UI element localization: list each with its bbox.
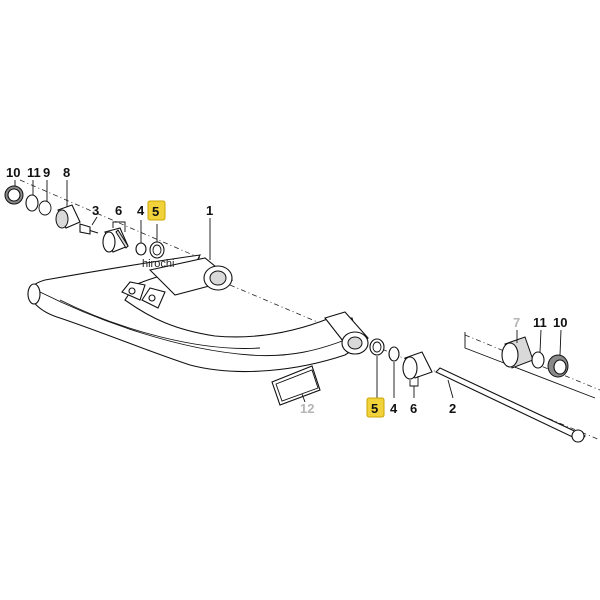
callout-1: 1 [206, 203, 213, 218]
part-10-right-cap-inner [553, 359, 567, 375]
right-axis-line [359, 339, 600, 441]
part-4-washer-left [135, 242, 147, 256]
callout-5-left: 5 [152, 204, 159, 219]
leader-lines [14, 180, 562, 403]
part-6-bearing-right-face [402, 356, 418, 380]
part-11-right-seal [531, 351, 545, 369]
part-7-bushing-face [501, 342, 519, 368]
part-2-axle [435, 367, 586, 442]
callout-10-right: 10 [553, 315, 567, 330]
swing-arm-crease [59, 299, 261, 349]
part-5-ring-right [369, 338, 385, 356]
callout-8: 8 [63, 165, 70, 180]
part-11-left-seal [25, 194, 39, 212]
callout-6-left: 6 [115, 203, 122, 218]
part-12-label-inner [275, 369, 319, 402]
part-6-bearing-left-shade [115, 229, 129, 249]
callout-10-left: 10 [6, 165, 20, 180]
swing-arm-edge [39, 291, 351, 357]
highlight-box-5-left [147, 200, 166, 221]
part-6-bearing-left-face [102, 231, 116, 253]
callout-11-left: 11 [27, 165, 41, 180]
callout-7: 7 [513, 315, 520, 330]
part-12-label [271, 365, 321, 406]
callout-12: 12 [300, 401, 314, 416]
part-5-ring-right-inner [372, 341, 382, 353]
left-parts [4, 185, 165, 259]
watermark-text: hirochi [142, 258, 174, 270]
part-2-axle-end [571, 429, 585, 443]
part-4-washer-right [388, 346, 400, 362]
mount-hole-right [148, 294, 156, 302]
callout-labels: 10 11 9 8 3 6 4 5 1 7 11 10 5 4 6 2 12 [6, 165, 567, 416]
mount-hole-left [128, 287, 136, 295]
callout-3: 3 [92, 203, 99, 218]
part-5-ring-left-inner [152, 244, 162, 256]
swing-arm-body [29, 254, 361, 373]
part-5-ring-left [149, 241, 165, 259]
swing-arm-end [27, 283, 41, 305]
callout-4-right: 4 [390, 401, 398, 416]
part-8-bushing-face [55, 209, 69, 229]
callout-11-right: 11 [533, 315, 547, 330]
highlight-box-5-right [366, 397, 385, 418]
part-9-circlip [38, 200, 52, 216]
swing-arm [27, 254, 369, 373]
right-parts [369, 336, 586, 443]
left-axis-line [19, 179, 201, 259]
kit-bracket [464, 332, 596, 399]
pivot-right-inner [347, 336, 363, 350]
callout-9: 9 [43, 165, 50, 180]
callout-2: 2 [449, 401, 456, 416]
callout-6-right: 6 [410, 401, 417, 416]
callout-5-right: 5 [371, 401, 378, 416]
part-3-bolt [79, 223, 91, 235]
part-10-left-cap-inner [7, 188, 21, 202]
callout-4-left: 4 [137, 203, 145, 218]
pivot-left-inner [209, 270, 227, 286]
